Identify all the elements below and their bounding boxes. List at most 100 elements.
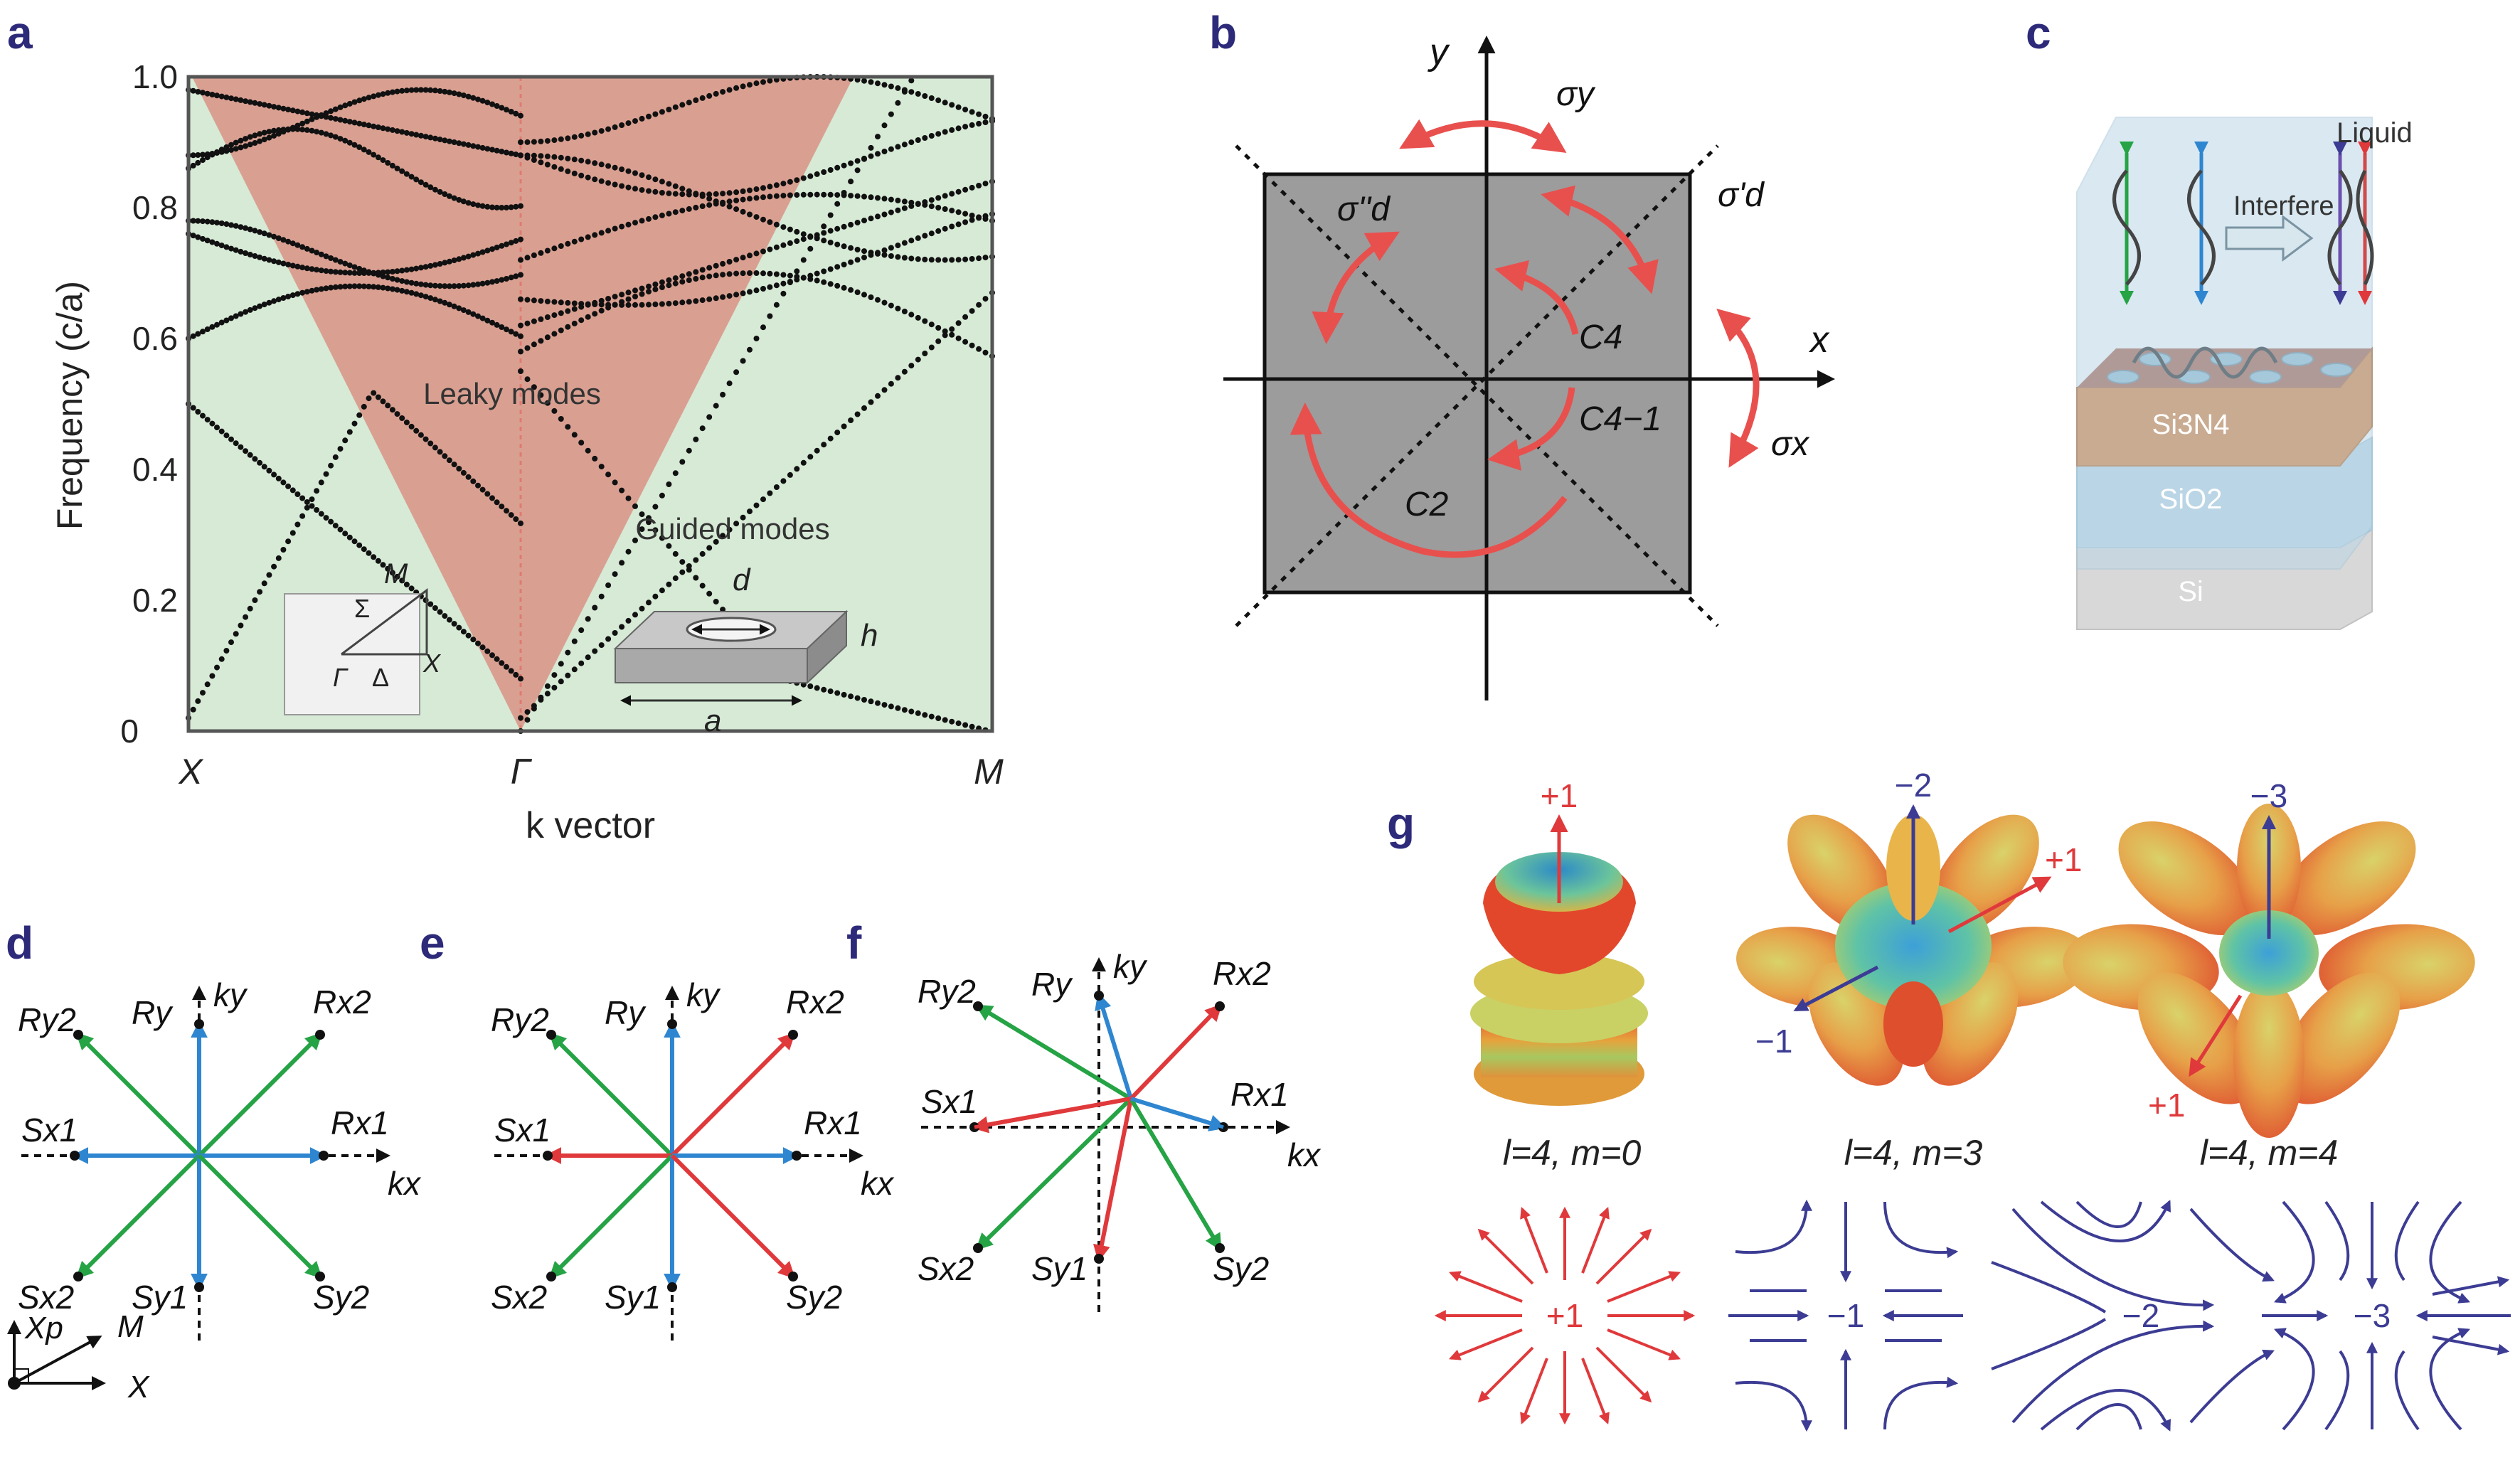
band-point xyxy=(484,247,491,254)
band-point xyxy=(753,195,760,201)
vector-label: Sx2 xyxy=(18,1279,74,1316)
band-point xyxy=(346,119,353,125)
band-point xyxy=(949,326,955,332)
band-point xyxy=(565,424,571,430)
band-point xyxy=(652,593,659,600)
band-point xyxy=(571,134,578,140)
lattice-point xyxy=(667,1019,677,1029)
wavevector-arrow xyxy=(1129,1003,1223,1101)
band-point xyxy=(652,527,659,533)
band-point xyxy=(479,280,486,287)
band-point xyxy=(418,179,424,186)
band-point xyxy=(625,296,632,302)
band-point xyxy=(928,321,935,328)
band-point xyxy=(351,99,358,105)
band-point xyxy=(551,164,558,170)
band-point xyxy=(513,671,519,678)
band-point xyxy=(666,107,672,112)
band-point xyxy=(625,120,632,127)
band-point xyxy=(408,174,415,180)
band-point xyxy=(780,478,787,484)
band-point xyxy=(204,218,211,225)
band-point xyxy=(686,271,692,277)
band-point xyxy=(646,174,652,181)
band-point xyxy=(380,157,386,164)
band-point xyxy=(380,125,386,132)
band-point xyxy=(895,243,901,249)
band-point xyxy=(928,95,935,101)
charge-label: +1 xyxy=(2045,841,2082,878)
band-point xyxy=(394,573,400,580)
band-point xyxy=(841,223,847,230)
band-point xyxy=(592,176,598,183)
symmetry-arrows xyxy=(1290,119,1760,558)
band-point xyxy=(672,275,679,282)
band-point xyxy=(733,206,740,213)
charge-label: −1 xyxy=(1755,1023,1792,1060)
band-point xyxy=(619,487,625,494)
band-point xyxy=(571,432,578,438)
band-point xyxy=(962,124,969,130)
band-point xyxy=(243,143,249,149)
band-point xyxy=(848,287,854,293)
band-point xyxy=(223,244,230,250)
band-point xyxy=(252,305,258,311)
band-point xyxy=(908,89,915,95)
vector-label: ky xyxy=(686,976,721,1013)
band-point xyxy=(243,250,249,256)
band-point xyxy=(800,191,807,198)
band-point xyxy=(888,209,894,215)
vector-label: kx xyxy=(1287,1136,1322,1173)
band-point xyxy=(935,338,942,344)
band-point xyxy=(962,107,969,113)
band-point xyxy=(470,311,477,317)
band-point xyxy=(422,264,429,270)
wavevector-arrow xyxy=(197,1153,323,1279)
band-point xyxy=(720,89,726,95)
band-point xyxy=(740,255,746,261)
band-point xyxy=(632,220,638,226)
band-point xyxy=(190,333,196,339)
band-point xyxy=(949,191,955,197)
band-point xyxy=(427,601,434,607)
band-point xyxy=(592,160,598,166)
band-point xyxy=(280,260,287,267)
band-point xyxy=(928,197,935,203)
band-point xyxy=(733,369,740,375)
vector-label: Rx1 xyxy=(331,1104,389,1141)
band-point xyxy=(773,244,780,250)
band-point xyxy=(375,124,381,130)
band-point xyxy=(780,290,787,297)
label-sigma-x: σx xyxy=(1771,425,1810,463)
band-point xyxy=(619,223,625,230)
band-point xyxy=(585,447,591,454)
slab-a: a xyxy=(704,703,721,738)
axis-label-y: y xyxy=(1428,31,1450,73)
band-point xyxy=(612,225,618,232)
band-point xyxy=(571,238,578,245)
band-point xyxy=(679,279,686,285)
band-point xyxy=(679,569,686,575)
band-point xyxy=(456,197,462,203)
band-point xyxy=(252,132,258,139)
band-point xyxy=(767,246,773,252)
band-point xyxy=(504,326,509,333)
band-point xyxy=(895,207,901,213)
band-point xyxy=(209,420,216,427)
band-point xyxy=(578,627,585,634)
band-point xyxy=(418,87,424,93)
band-point xyxy=(976,346,982,352)
axis-label-x: x xyxy=(1808,319,1830,361)
band-point xyxy=(389,89,395,95)
band-point xyxy=(289,530,296,536)
band-point xyxy=(592,604,598,611)
band-point xyxy=(323,515,329,521)
band-point xyxy=(605,302,612,308)
band-point xyxy=(408,289,415,296)
panel-b: b y x σy σx σ'd σ''d C4 C4−1 C2 xyxy=(1209,7,1835,700)
band-point xyxy=(218,243,225,249)
band-point xyxy=(266,134,272,141)
band-point xyxy=(422,134,429,140)
band-point xyxy=(962,314,969,320)
